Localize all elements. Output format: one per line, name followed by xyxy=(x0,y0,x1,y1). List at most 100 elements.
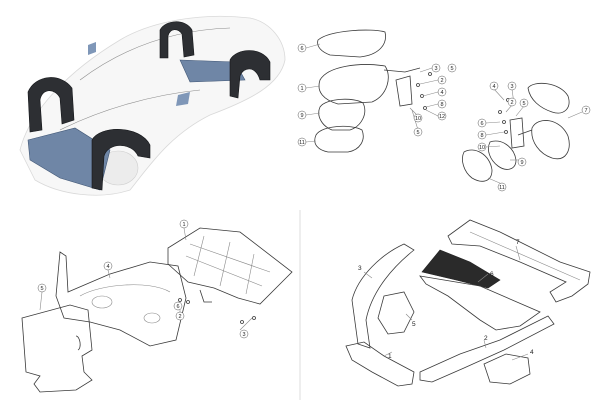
mirror-callout-label: 8 xyxy=(440,102,443,108)
left-mirror-fasteners xyxy=(416,72,432,110)
front-left-wheel-liner xyxy=(27,77,75,133)
mirror-callout-label: 2 xyxy=(440,78,443,84)
mirror-callout-label: 6 xyxy=(480,121,483,127)
right-mirror-glass-backing xyxy=(462,149,493,182)
left-mirror-glass xyxy=(318,98,366,131)
center-underbody-tray xyxy=(179,59,246,83)
mirror-callout-circle xyxy=(519,98,529,108)
cowl-callout-label: 5 xyxy=(40,286,43,292)
cowl-callout-circle xyxy=(103,261,113,271)
rear-left-wheel-liner xyxy=(159,21,195,59)
mirror-callout-circle xyxy=(297,137,307,147)
trim-number-label: 1 xyxy=(388,353,392,360)
cowl-top-panel xyxy=(447,219,591,303)
mirror-callout-circle xyxy=(437,99,447,109)
right-mirror-housing xyxy=(531,120,570,160)
cowl-callout-circle xyxy=(239,329,249,339)
mirror-callout-circle xyxy=(413,127,423,137)
left-mirror-cap xyxy=(317,29,386,58)
trim-number-label: 4 xyxy=(530,349,534,356)
cowl-callout-label: 1 xyxy=(182,222,185,228)
right-bracket-part xyxy=(483,353,531,385)
mirror-callout-circle xyxy=(507,81,517,91)
firewall-panel xyxy=(55,251,187,347)
mirror-callout-label: 5 xyxy=(522,101,525,107)
mirror-callout-circle xyxy=(437,87,447,97)
mirror-callout-circle xyxy=(497,182,507,192)
left-mirror-housing xyxy=(318,64,389,105)
long-sill-trim xyxy=(419,315,555,383)
front-trim-exploded-view: 7 3 6 5 1 2 4 xyxy=(345,219,591,387)
car-beltline xyxy=(59,89,201,131)
cowl-fasteners xyxy=(178,298,256,324)
mirror-callout-label: 3 xyxy=(510,84,513,90)
dash-insulator-pad xyxy=(21,304,93,393)
cowl-top-groove xyxy=(469,231,581,281)
left-a-pillar-trim xyxy=(351,243,415,349)
mirror-callout-label: 11 xyxy=(499,185,505,191)
front-right-wheel-liner xyxy=(91,129,151,191)
cowl-callout-label: 6 xyxy=(176,304,179,310)
left-mirror-leaders xyxy=(305,43,439,143)
cowl-callout-circle xyxy=(173,301,183,311)
rear-right-wheel-liner xyxy=(229,50,271,99)
pad-cutout xyxy=(75,335,81,351)
firewall-opening-left xyxy=(91,295,113,309)
cowl-callout-circle xyxy=(179,219,189,229)
mirror-callout-label: 2 xyxy=(510,100,513,106)
mirror-callout-circle xyxy=(477,142,487,152)
right-mirror-arm xyxy=(517,129,533,136)
cowl-callout-circle xyxy=(37,283,47,293)
cowl-callout-label: 2 xyxy=(178,314,181,320)
trim-number-label: 3 xyxy=(358,265,362,272)
mirror-callout-label: 9 xyxy=(300,113,303,119)
cowl-callout-label: 4 xyxy=(106,264,109,270)
trim-leaders xyxy=(363,245,529,361)
left-mirror-bracket xyxy=(395,75,413,107)
side-bracket xyxy=(176,92,190,106)
firewall-opening-right xyxy=(143,312,161,324)
mirror-callout-circle xyxy=(413,113,423,123)
left-mirror-glass-backing xyxy=(314,125,364,153)
cargo-floor-grid xyxy=(185,235,271,295)
right-mirror-glass xyxy=(488,140,517,170)
mirror-callout-circle xyxy=(437,111,447,121)
firewall-contour xyxy=(79,284,171,297)
cargo-floor-tab xyxy=(199,289,212,303)
right-mirror-bracket xyxy=(509,117,525,149)
mirror-callout-label: 8 xyxy=(480,133,483,139)
mirror-callout-circle xyxy=(517,157,527,167)
left-mirror-arm xyxy=(383,67,421,73)
cargo-floor-panel xyxy=(167,227,293,305)
trim-number-label: 5 xyxy=(412,321,416,328)
trim-numbers: 7 3 6 5 1 2 4 xyxy=(358,239,534,360)
trim-number-label: 6 xyxy=(490,271,494,278)
mirror-callout-circle xyxy=(581,105,591,115)
mirror-callout-circle xyxy=(297,43,307,53)
right-mirror-fasteners xyxy=(498,98,510,134)
mirror-callout-label: 4 xyxy=(492,84,495,90)
front-underbody-tray xyxy=(27,127,111,191)
mirror-callout-label: 10 xyxy=(415,116,421,122)
trim-number-label: 2 xyxy=(484,335,488,342)
mirror-callout-circle xyxy=(437,75,447,85)
trim-number-label: 7 xyxy=(516,239,520,246)
mirror-callout-label: 7 xyxy=(584,108,587,114)
mirror-callout-circle xyxy=(489,81,499,91)
mirror-callout-circle xyxy=(447,63,457,73)
mirror-callout-label: 11 xyxy=(299,140,305,146)
mirror-callout-label: 4 xyxy=(440,90,443,96)
mirror-callout-label: 3 xyxy=(434,66,437,72)
right-mirror-cap xyxy=(527,82,570,114)
mirror-callout-circle xyxy=(431,63,441,73)
cowl-callout-circle xyxy=(175,311,185,321)
hood-insulator xyxy=(419,275,541,331)
mirror-callout-label: 1 xyxy=(300,86,303,92)
mirror-bracket xyxy=(88,42,96,55)
car-wheel-liners-illustration xyxy=(19,15,286,196)
